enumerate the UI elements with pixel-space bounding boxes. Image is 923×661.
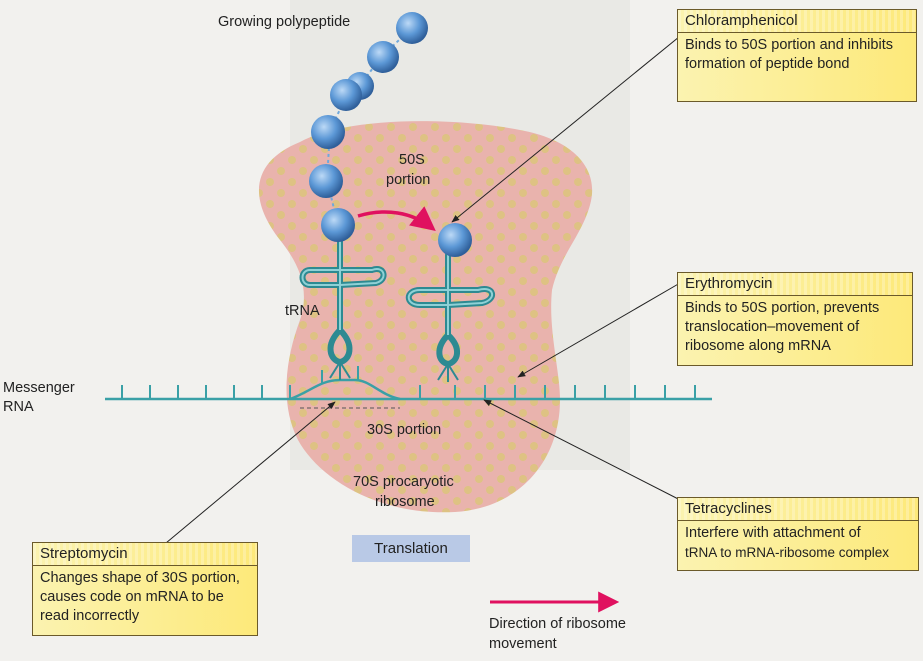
pointer-tetracyclines (483, 399, 691, 506)
legend-label-line2: movement (489, 636, 557, 652)
chloramphenicol-title: Chloramphenicol (678, 10, 916, 33)
streptomycin-line3: read incorrectly (40, 608, 140, 624)
tetracyclines-line2: tRNA to mRNA-ribosome complex (685, 545, 890, 560)
amino-acid-bead (311, 115, 345, 149)
portion-50s-label-line1: 50S (399, 152, 425, 168)
translation-tag: Translation (352, 535, 470, 562)
erythromycin-line3: ribosome along mRNA (685, 338, 831, 354)
chloramphenicol-box: Chloramphenicol Binds to 50S portion and… (677, 9, 917, 102)
chloramphenicol-line2: formation of peptide bond (685, 56, 850, 72)
legend-label-line1: Direction of ribosome (489, 616, 626, 632)
streptomycin-line1: Changes shape of 30S portion, (40, 570, 240, 586)
mrna-label-line1: Messenger (3, 380, 75, 396)
streptomycin-box: Streptomycin Changes shape of 30S portio… (32, 542, 258, 636)
trna-left-detail (301, 238, 385, 330)
tetracyclines-box: Tetracyclines Interfere with attachment … (677, 497, 919, 571)
erythromycin-line1: Binds to 50S portion, prevents (685, 300, 880, 316)
erythromycin-line2: translocation–movement of (685, 319, 860, 335)
erythromycin-box: Erythromycin Binds to 50S portion, preve… (677, 272, 913, 366)
ribosome-label-line1: 70S procaryotic (353, 474, 454, 490)
trna-label: tRNA (285, 303, 320, 319)
chloramphenicol-line1: Binds to 50S portion and inhibits (685, 37, 893, 53)
erythromycin-title: Erythromycin (678, 273, 912, 296)
streptomycin-line2: causes code on mRNA to be (40, 589, 224, 605)
amino-acid-bead (396, 12, 428, 44)
ribosome-label-line2: ribosome (375, 494, 435, 510)
portion-30s-label: 30S portion (367, 422, 442, 438)
amino-acid-bead-incoming (438, 223, 472, 257)
tetracyclines-line1: Interfere with attachment of (685, 525, 861, 541)
mrna-codon-ticks (121, 366, 696, 399)
portion-50s-label-line2: portion (386, 172, 431, 188)
amino-acid-bead (330, 79, 362, 111)
trna-left-anticodon (329, 361, 351, 380)
streptomycin-title: Streptomycin (33, 543, 257, 566)
growing-polypeptide-label: Growing polypeptide (218, 14, 351, 30)
pointer-chloramphenicol (451, 27, 691, 223)
amino-acid-bead (321, 208, 355, 242)
mrna-label-line2: RNA (3, 399, 34, 415)
trna-right-detail (407, 255, 493, 335)
pointer-streptomycin (159, 401, 336, 549)
pointer-erythromycin (517, 282, 681, 378)
peptide-transfer-arrow (357, 206, 436, 232)
amino-acid-bead (367, 41, 399, 73)
trna-right-anticodon (437, 363, 459, 382)
amino-acid-bead (309, 164, 343, 198)
tetracyclines-title: Tetracyclines (678, 498, 918, 521)
